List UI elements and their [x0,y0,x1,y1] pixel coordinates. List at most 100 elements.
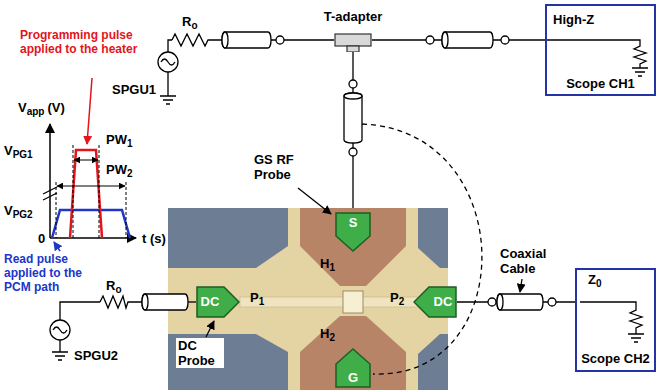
impedance-label: Z0 [588,272,602,288]
instrument-label: Scope CH2 [577,351,654,366]
coaxial-cable [344,93,362,143]
leader-arrow [54,242,60,251]
label-text: R [182,14,191,29]
label-text: P [250,290,259,305]
subscript: PG1 [13,149,33,160]
label-text: 0 [38,231,45,246]
subscript: 1 [127,138,133,149]
leader-arrow [87,78,92,144]
subscript: PG2 [13,209,33,220]
x-axis [50,237,136,239]
read-pulse [52,210,130,238]
pad-label: H2 [320,326,335,342]
pad-label: P2 [390,290,404,306]
pad-label: P1 [250,290,264,306]
level-label: VPG2 [4,203,33,219]
probe-label: G [335,370,371,385]
tee-body [335,34,371,46]
resistor-symbol [100,296,145,308]
pcm-device [343,291,363,313]
label-text: t (s) [142,231,166,246]
subscript: 1 [259,296,265,307]
width-guide [73,145,99,238]
label-text: Z [588,272,596,287]
cable-end [442,32,448,48]
subscript: 2 [127,168,133,179]
tee-stub [347,46,359,52]
axis-label: Vapp(V) [18,100,65,116]
label-text: SPGU1 [112,82,156,97]
sine-symbol [161,59,175,65]
resistor-symbol [547,40,648,76]
pcm-channel [240,297,430,307]
label-text: PW [106,132,127,147]
program-pulse [70,150,102,238]
connector-symbol [426,36,434,44]
label-text: V [4,203,13,218]
heater-pad [300,208,406,286]
probe-outline [336,213,370,251]
waveform-plot [43,78,136,251]
pulse-note: Programming pulse applied to the heater [20,28,145,56]
probe-outline [414,287,456,317]
heater-pad [300,316,406,390]
instrument-label: Scope CH1 [547,76,654,91]
connector-symbol [548,298,556,306]
label-text: (V) [47,100,64,115]
resistor-symbol [172,34,225,46]
subscript: 0 [596,278,602,289]
subscript: 2 [399,296,405,307]
coaxial-cable [222,32,271,48]
level-label: VPG1 [4,143,33,159]
connector-symbol [349,80,357,88]
y-axis [49,124,51,238]
contact-pad [418,334,448,390]
label-text: SPGU2 [74,348,118,363]
contact-pad [168,208,288,268]
subscript: o [115,284,121,295]
probe-tip: DC [413,286,457,318]
sine-symbol [53,327,67,333]
connector-symbol [349,148,357,156]
probe-label: DC [196,294,224,309]
pulse-source [158,52,178,72]
label-text: P [390,290,399,305]
label-text: DC Probe [178,338,215,368]
tee-symbol [334,28,372,52]
cable-end [222,32,228,48]
coaxial-cable [142,294,188,310]
resistor-symbol [580,302,644,342]
width-guide [56,182,126,238]
label-text: H [320,256,329,271]
probe-label: DC [429,294,457,309]
resistor-label: Ro [106,278,122,294]
label-text: R [106,278,115,293]
coaxial-cable [442,32,493,48]
leader-arrow [206,321,214,337]
label-text: GS RF Probe [254,152,294,182]
part-callout: Coaxial Cable [500,246,560,276]
leader-arrow [520,279,522,292]
scope-path [488,279,644,342]
connector-symbol [276,36,284,44]
label-text: PW [106,162,127,177]
probe-tip: G [335,348,371,388]
part-callout: GS RF Probe [254,152,304,182]
cable-end [344,93,362,99]
width-arrow [74,160,98,161]
pulse-note: Read pulse applied to the PCM path [4,252,100,294]
label-text: Read pulse applied to the PCM path [4,252,82,294]
device-micrograph [168,208,448,390]
ground-symbol [160,72,176,104]
instrument-label: High-Z [553,12,594,27]
probe-tip: DC [196,286,240,318]
subscript: 1 [329,262,335,273]
source-label: SPGU1 [112,82,156,97]
wire [60,302,100,320]
subscript: 2 [329,332,335,343]
probe-tip: S [335,212,371,252]
width-label: PW2 [106,162,133,178]
resistor-label: Ro [182,14,198,30]
contact-pad [168,334,288,390]
